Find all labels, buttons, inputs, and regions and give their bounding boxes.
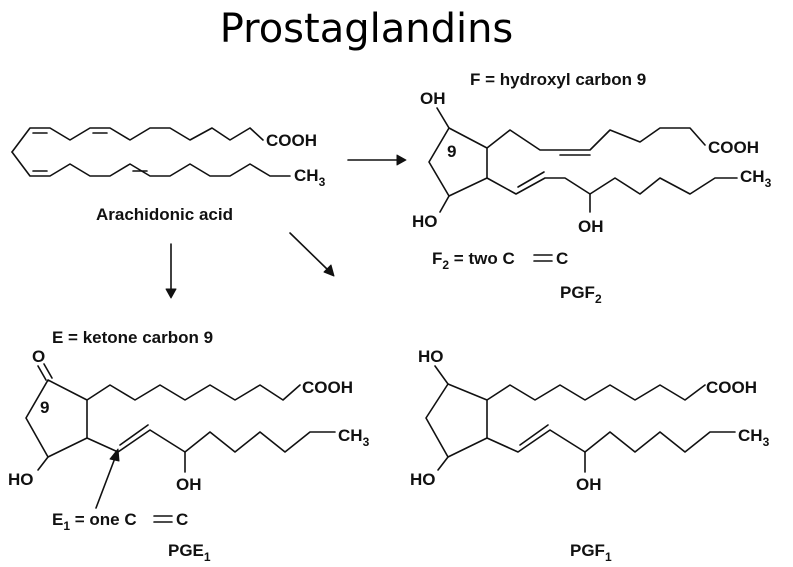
pge1-bond-label-end: C — [176, 510, 188, 529]
arachidonic-upper-chain — [11, 127, 264, 153]
pge1-ho-bottom: HO — [8, 470, 34, 489]
pge1-upper-chain — [86, 384, 301, 401]
pge1-o-label: O — [32, 347, 45, 366]
pgf2-ch3: CH3 — [740, 167, 772, 190]
arachidonic-cooh: COOH — [266, 131, 317, 150]
pgf1-cooh: COOH — [706, 378, 757, 397]
pgf2-ring — [428, 127, 488, 197]
pgf1-ho-top: HO — [418, 347, 444, 366]
arrow-to-pge1 — [165, 243, 177, 299]
pgf1-name: PGF1 — [570, 541, 612, 564]
pgf2-hydroxyl-note: F = hydroxyl carbon 9 — [470, 70, 646, 89]
arachidonic-acid-label: Arachidonic acid — [96, 205, 233, 224]
arachidonic-ch3: CH3 — [294, 166, 326, 189]
pge1-lower-chain — [86, 429, 336, 453]
arrow-to-pgf1 — [289, 232, 335, 277]
pgf2-structure: F = hydroxyl carbon 9 OH 9 COOH CH3 HO O… — [412, 70, 772, 306]
pge1-pointer-arrow — [95, 457, 116, 509]
page-title: Prostaglandins — [219, 6, 514, 52]
pgf2-lower-chain — [486, 177, 738, 195]
pge1-name: PGE1 — [168, 541, 211, 564]
pgf2-ho-bottom: HO — [412, 212, 438, 231]
pge1-oh-bottom: OH — [176, 475, 202, 494]
pgf2-upper-chain — [486, 127, 706, 151]
arachidonic-lower-chain — [11, 151, 291, 177]
pgf2-name: PGF2 — [560, 283, 602, 306]
pgf1-oh-bottom: OH — [576, 475, 602, 494]
pgf1-upper-chain — [486, 384, 706, 401]
pgf2-oh-top: OH — [420, 89, 446, 108]
pge1-ch3: CH3 — [338, 426, 370, 449]
pge1-cooh: COOH — [302, 378, 353, 397]
arrow-to-pgf2 — [347, 154, 407, 166]
pge1-structure: E = ketone carbon 9 O 9 COOH CH3 HO OH E… — [8, 328, 370, 564]
pgf2-cooh: COOH — [708, 138, 759, 157]
pge1-lower-double — [119, 424, 149, 446]
pgf1-ring — [425, 383, 488, 458]
pgf1-ho-bottom: HO — [410, 470, 436, 489]
pgf1-lower-double — [519, 424, 549, 446]
pgf2-ring-number: 9 — [447, 142, 456, 161]
pge1-bond-label: E1 = one C — [52, 510, 137, 533]
pge1-ketone-note: E = ketone carbon 9 — [52, 328, 213, 347]
pgf1-lower-chain — [486, 429, 736, 453]
pge1-ring-number: 9 — [40, 398, 49, 417]
arachidonic-acid-structure: COOH CH3 Arachidonic acid — [11, 127, 326, 224]
pge1-ring — [25, 379, 88, 458]
pgf1-ch3: CH3 — [738, 426, 770, 449]
pgf2-lower-double — [517, 171, 545, 188]
pgf2-bond-label-end: C — [556, 249, 568, 268]
pgf2-bond-label: F2 = two C — [432, 249, 515, 272]
pgf1-structure: HO COOH CH3 HO OH PGF1 — [410, 347, 770, 564]
pgf2-oh-bottom: OH — [578, 217, 604, 236]
pge1-pointer-head — [109, 448, 120, 462]
